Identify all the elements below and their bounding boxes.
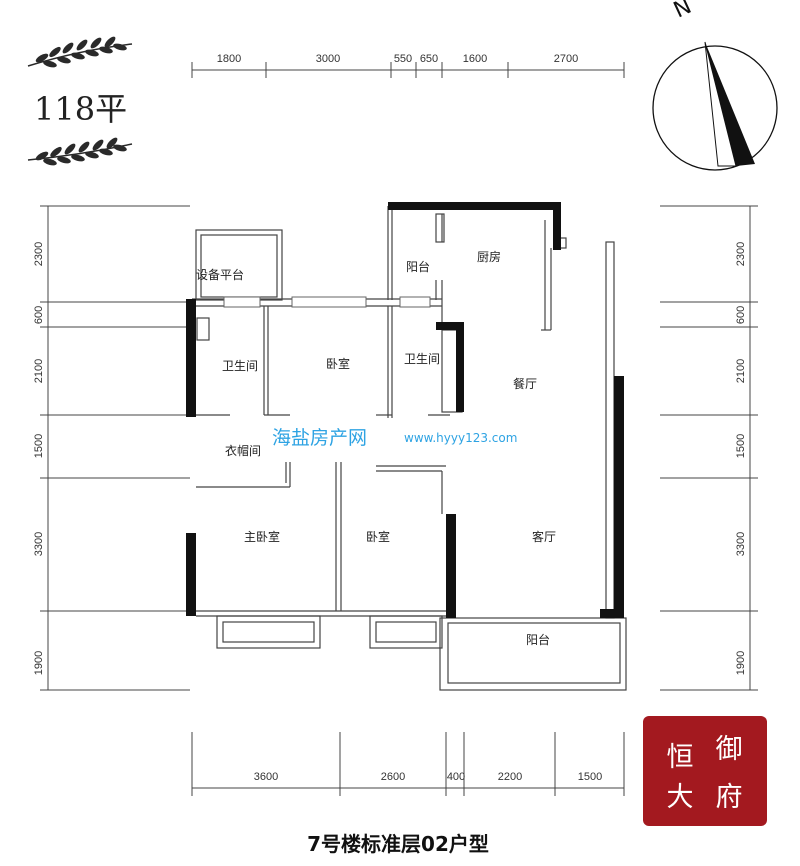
window-panes	[223, 296, 431, 308]
seal-char-2: 御	[716, 734, 743, 765]
seal-char-1: 恒	[667, 742, 694, 773]
dim-top-2: 3000	[316, 53, 340, 65]
compass-north-label: N	[670, 0, 695, 23]
laurel-top-icon	[27, 36, 133, 68]
room-closet: 衣帽间	[225, 443, 261, 458]
dim-bottom-4: 2200	[498, 771, 522, 783]
seal-char-3: 大	[667, 782, 694, 813]
dim-bottom-3: 400	[447, 771, 465, 783]
room-master-bedroom: 主卧室	[244, 529, 280, 544]
dim-left-3: 2100	[33, 359, 45, 383]
compass-icon	[652, 41, 778, 171]
watermark-name: 海盐房产网	[272, 427, 367, 449]
room-bedroom-south: 卧室	[366, 529, 390, 544]
room-equipment-platform: 设备平台	[196, 267, 244, 282]
watermark-url: www.hyyy123.com	[404, 431, 517, 445]
dim-right-1: 2300	[735, 242, 747, 266]
room-living: 客厅	[532, 529, 556, 544]
dim-right-6: 1900	[735, 651, 747, 675]
area-label: 118平	[34, 90, 127, 128]
plan-title: 7号楼标准层02户型	[307, 832, 489, 856]
room-kitchen: 厨房	[477, 249, 501, 264]
dim-left-2: 600	[33, 306, 45, 324]
dim-left-5: 3300	[33, 532, 45, 556]
dimension-lines	[40, 62, 758, 796]
dim-bottom-1: 3600	[254, 771, 278, 783]
dim-left-4: 1500	[33, 434, 45, 458]
dim-bottom-2: 2600	[381, 771, 405, 783]
dim-left-6: 1900	[33, 651, 45, 675]
laurel-bottom-icon	[27, 137, 133, 166]
room-balcony-north: 阳台	[406, 259, 430, 274]
dim-right-3: 2100	[735, 359, 747, 383]
brand-seal-icon: 恒 御 大 府	[643, 716, 767, 826]
room-balcony-south: 阳台	[526, 632, 550, 647]
room-dining: 餐厅	[513, 376, 537, 391]
dim-right-2: 600	[735, 306, 747, 324]
dim-top-6: 2700	[554, 53, 578, 65]
dim-top-5: 1600	[463, 53, 487, 65]
dim-bottom-5: 1500	[578, 771, 602, 783]
dim-right-4: 1500	[735, 434, 747, 458]
dim-top-3: 550	[394, 53, 412, 65]
dim-top-1: 1800	[217, 53, 241, 65]
room-bathroom-1: 卫生间	[222, 359, 258, 373]
dim-top-4: 650	[420, 53, 438, 65]
structural-walls	[186, 202, 624, 618]
seal-char-4: 府	[716, 782, 743, 813]
dim-left-1: 2300	[33, 242, 45, 266]
dim-right-5: 3300	[735, 532, 747, 556]
room-bedroom-north: 卧室	[326, 356, 350, 371]
room-bathroom-2: 卫生间	[404, 352, 440, 366]
